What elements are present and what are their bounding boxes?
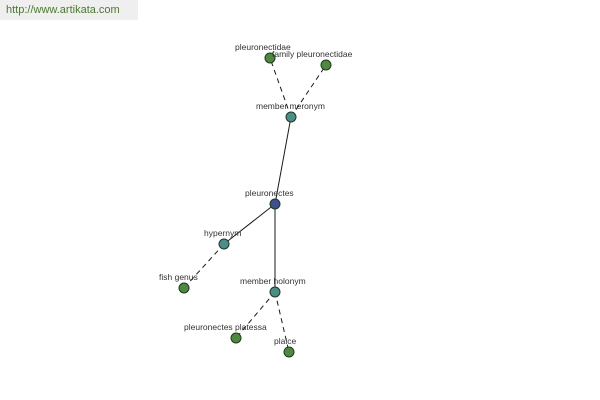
edge-member-meronym-to-pleuronectidae: [269, 57, 292, 118]
node-member-meronym[interactable]: [285, 111, 297, 123]
node-label-pleuronectes: pleuronectes: [245, 188, 294, 198]
node-family-pleuronectidae[interactable]: [320, 59, 332, 71]
node-hypernym[interactable]: [218, 238, 230, 250]
edge-member-holonym-to-pleuronectes-platessa: [235, 291, 276, 339]
node-label-hypernym: hypernym: [204, 228, 241, 238]
node-label-pleuronectes-platessa: pleuronectes platessa: [184, 322, 267, 332]
node-pleuronectes-platessa[interactable]: [230, 332, 242, 344]
edge-member-holonym-to-plaice: [274, 291, 290, 353]
node-label-member-holonym: member holonym: [240, 276, 306, 286]
edge-member-meronym-to-family-pleuronectidae: [290, 64, 327, 118]
node-fish-genus[interactable]: [178, 282, 190, 294]
edge-pleuronectes-to-hypernym: [223, 203, 276, 245]
node-label-member-meronym: member meronym: [256, 101, 325, 111]
edges-layer: [183, 57, 327, 353]
node-label-plaice: plaice: [274, 336, 296, 346]
nodes-layer: [178, 52, 332, 358]
edge-pleuronectes-to-member-meronym: [274, 116, 292, 205]
node-label-pleuronectidae: pleuronectidae: [235, 42, 291, 52]
node-label-family-pleuronectidae: family pleuronectidae: [272, 49, 353, 59]
edge-hypernym-to-fish-genus: [183, 243, 225, 289]
labels-layer: pleuronectes member meronym hypernym member…: [159, 42, 353, 346]
site-url-link[interactable]: http://www.artikata.com: [0, 0, 138, 20]
node-member-holonym[interactable]: [269, 286, 281, 298]
node-pleuronectes[interactable]: [269, 198, 281, 210]
node-label-fish-genus: fish genus: [159, 272, 198, 282]
node-pleuronectidae[interactable]: [264, 52, 276, 64]
node-plaice[interactable]: [283, 346, 295, 358]
